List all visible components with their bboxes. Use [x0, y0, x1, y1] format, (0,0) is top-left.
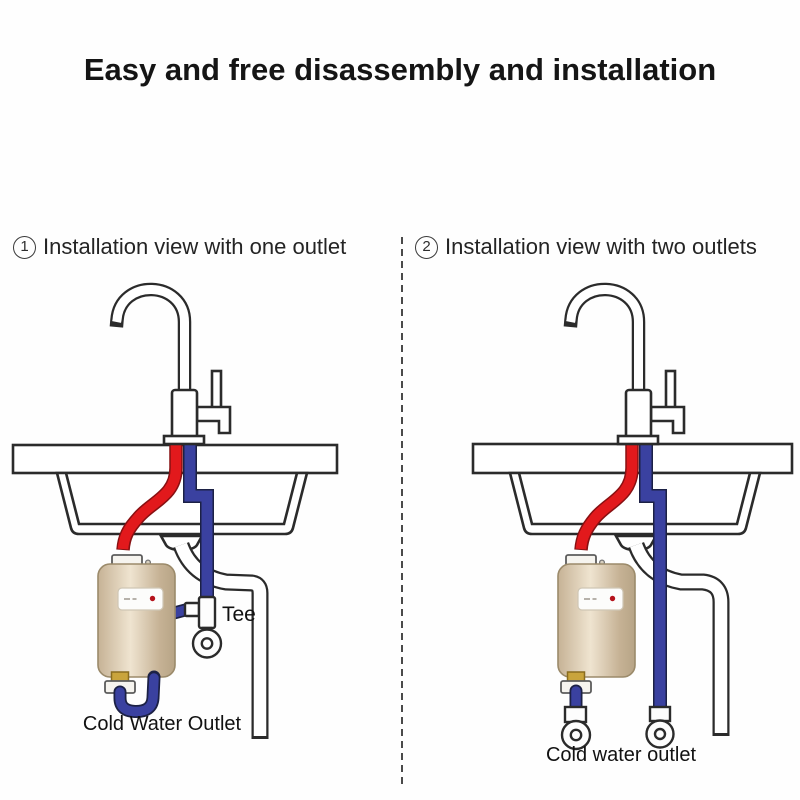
- faucet-spout: [563, 282, 646, 400]
- faucet-base-plate: [162, 434, 206, 446]
- faucet: [109, 282, 232, 446]
- sink-basin: [508, 471, 762, 536]
- cold-water-outlet-label: Cold Water Outlet: [82, 713, 242, 735]
- hot-water-hose: [574, 436, 639, 551]
- water-heater: [557, 554, 636, 694]
- panel-divider: [401, 237, 403, 788]
- cold-water-pipe: [639, 442, 667, 707]
- tee-fitting: [167, 595, 223, 659]
- cold-water-outlet-label: Cold water outlet: [545, 744, 697, 766]
- tee-label: Tee: [222, 603, 256, 626]
- panel-two-outlets: 2 Installation view with two outlets Col…: [400, 230, 800, 800]
- heater-body: [97, 563, 176, 678]
- faucet-spout: [109, 282, 192, 400]
- sink-basin: [55, 471, 309, 536]
- faucet-lever: [210, 369, 223, 411]
- drain-pipe: [613, 534, 730, 736]
- panel-one-outlet: 1 Installation view with one outlet Tee …: [0, 230, 400, 800]
- panel-heading: 1 Installation view with one outlet: [13, 234, 346, 260]
- cold-water-hose: [113, 670, 161, 718]
- heater-front-panel: [577, 587, 624, 611]
- hot-water-hose: [116, 436, 183, 551]
- heater-front-panel: [117, 587, 164, 611]
- cold-water-pipe: [183, 442, 214, 600]
- faucet-body: [170, 388, 199, 442]
- cold-pipe-outlet: [645, 705, 675, 749]
- circled-number: 2: [415, 235, 438, 259]
- panel-heading: 2 Installation view with two outlets: [415, 234, 757, 260]
- water-heater: [97, 554, 176, 694]
- page-title: Easy and free disassembly and installati…: [83, 52, 717, 87]
- circled-number: 1: [13, 235, 36, 259]
- panel-heading-text: Installation view with one outlet: [43, 234, 347, 259]
- faucet-handle-base: [649, 405, 686, 435]
- drain-pipe: [158, 534, 269, 739]
- faucet-lever: [664, 369, 677, 411]
- faucet-handle-base: [195, 405, 232, 435]
- faucet: [563, 282, 686, 446]
- outlet-nut: [563, 705, 588, 724]
- heater-indicator-light: [149, 595, 156, 602]
- cold-water-hose: [560, 684, 592, 751]
- panel-heading-text: Installation view with two outlets: [445, 234, 757, 259]
- heater-indicator-light: [609, 595, 616, 602]
- faucet-body: [624, 388, 653, 442]
- heater-body: [557, 563, 636, 678]
- faucet-base-plate: [616, 434, 660, 446]
- diagram-one-outlet: [11, 282, 339, 739]
- outlet-nut: [648, 705, 672, 723]
- diagram-two-outlets: [471, 282, 794, 751]
